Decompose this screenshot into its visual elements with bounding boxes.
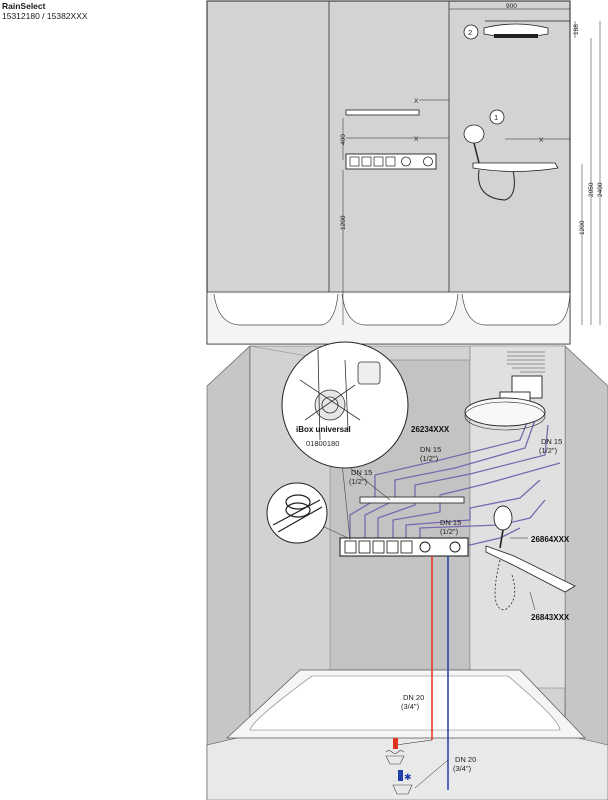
callout-2-label: 2	[468, 28, 472, 37]
supply-hot-size: DN 20	[403, 693, 424, 702]
supply-cold-size: DN 20	[455, 755, 476, 764]
pipe-center-inch: (1/2")	[440, 527, 459, 536]
shelf-right-front	[472, 162, 559, 172]
handshower-front	[463, 124, 515, 201]
dim-x1-label: X	[414, 98, 419, 105]
supply-cold-inch: (3/4")	[453, 764, 472, 773]
ibox-detail-circle: iBox universal 01800180	[281, 341, 409, 541]
supply-hot-inch: (3/4")	[401, 702, 420, 711]
front-elevation: X X 400 1200 2 900 168	[206, 0, 604, 345]
handshower-perspective	[493, 505, 516, 611]
product-name: RainSelect	[2, 1, 46, 11]
elevation-frame	[206, 0, 571, 345]
dim-168-label: 168	[573, 24, 580, 35]
ibox-code: 01800180	[306, 439, 339, 448]
pipe-right-size: DN 15	[541, 437, 562, 446]
callout-1-circle	[489, 109, 505, 125]
dim-400-label: 400	[340, 134, 347, 145]
thermostat-mixer-front	[345, 153, 437, 170]
dim-2050-label: 2050	[588, 182, 595, 197]
dim-900-label: 900	[506, 3, 517, 10]
shelf-upper	[345, 109, 420, 116]
shelf-perspective	[359, 496, 465, 504]
dim-x3-label: X	[539, 137, 544, 144]
overhead-code: 26234XXX	[411, 425, 450, 434]
svg-text:✱: ✱	[404, 773, 412, 783]
article-numbers: 15312180 / 15382XXX	[2, 11, 88, 21]
pipe-mid-inch: (1/2")	[420, 454, 439, 463]
dim-1200-left-label: 1200	[340, 215, 347, 230]
overhead-shower-perspective	[464, 375, 546, 431]
callout-1-label: 1	[494, 113, 498, 122]
overhead-shower-front	[483, 20, 570, 38]
bathtub-front	[206, 291, 571, 345]
pipe-center-size: DN 15	[440, 518, 461, 527]
dim-x2-label: X	[414, 136, 419, 143]
pipe-mid-size: DN 15	[420, 445, 441, 454]
ceiling-wall-hatch	[507, 351, 545, 373]
ibox-label: iBox universal	[296, 425, 351, 434]
handshower-code: 26864XXX	[531, 535, 570, 544]
pipe-left-size: DN 15	[351, 468, 372, 477]
pipe-left-inch: (1/2")	[349, 477, 368, 486]
shelf-code: 26843XXX	[531, 613, 570, 622]
product-title-block: RainSelect 15312180 / 15382XXX	[2, 1, 88, 21]
bathtub-perspective	[206, 669, 608, 800]
dim-2400-label: 2400	[597, 182, 604, 197]
hot-supply-icon	[385, 738, 405, 765]
thermostat-mixer-perspective	[339, 537, 469, 557]
seal-detail-circle	[266, 482, 349, 544]
shelf-right-perspective	[485, 545, 576, 593]
pipe-right-inch: (1/2")	[539, 446, 558, 455]
callout-2-circle	[463, 24, 479, 40]
dim-1200-right-label: 1200	[579, 220, 586, 235]
cold-supply-icon: ✱	[392, 770, 413, 795]
installation-perspective: ✱	[206, 341, 608, 800]
